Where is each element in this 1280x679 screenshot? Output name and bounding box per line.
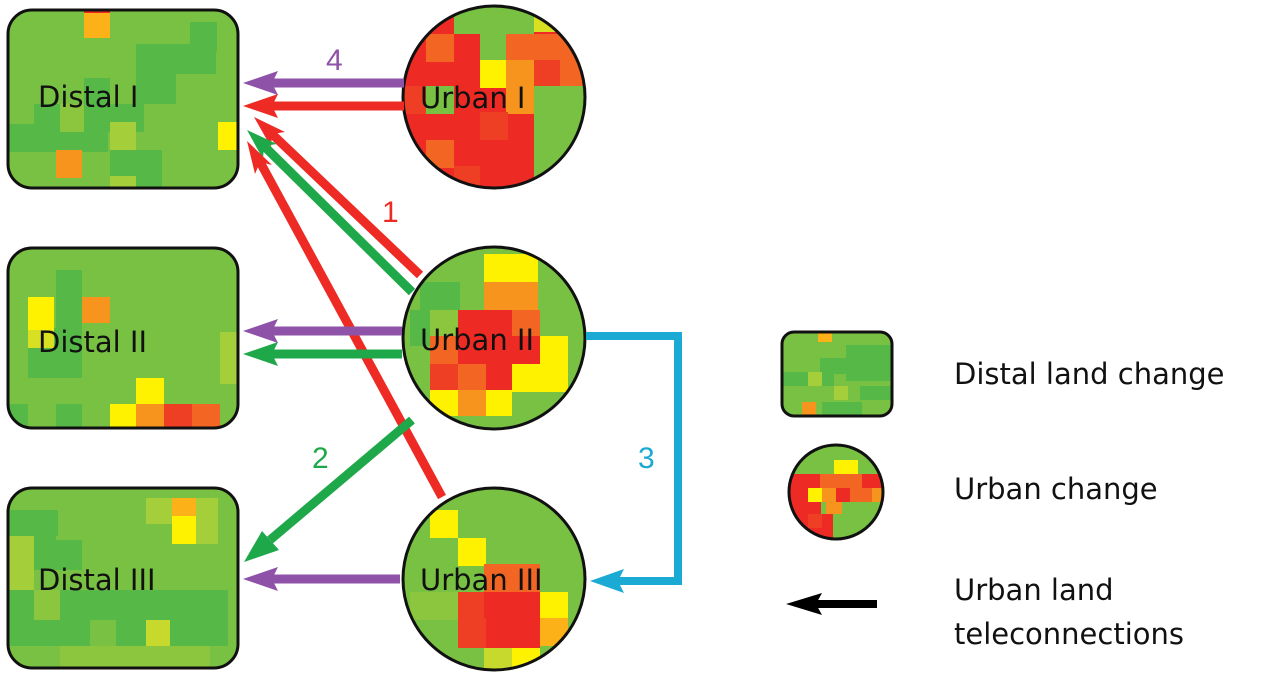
urban-node-1: Urban I bbox=[401, 4, 587, 190]
distal-1-label: Distal I bbox=[38, 80, 138, 114]
arrow-urban3-distal3-purple bbox=[243, 567, 400, 591]
legend: Distal land change Urban change bbox=[780, 330, 1224, 651]
arrow-urban2-distal2-green bbox=[243, 342, 402, 366]
arrow-urban2-distal3-green bbox=[244, 416, 415, 562]
urban-node-3: Urban III bbox=[401, 486, 587, 672]
pathway-label-1: 1 bbox=[382, 196, 399, 229]
arrow-urban2-urban3-cyan bbox=[586, 332, 682, 593]
arrow-urban2-distal1-red-1 bbox=[254, 117, 424, 279]
pathway-label-3: 3 bbox=[638, 442, 655, 475]
arrow-urban1-distal1-red bbox=[243, 94, 404, 118]
pathway-label-4: 4 bbox=[326, 44, 343, 77]
pathway-label-2: 2 bbox=[312, 442, 329, 475]
urban-3-label: Urban III bbox=[420, 563, 543, 597]
urban-1-label: Urban I bbox=[420, 81, 525, 115]
distal-2-label: Distal II bbox=[38, 325, 147, 359]
distal-node-2: Distal II bbox=[6, 246, 240, 430]
arrow-urban1-distal1-purple bbox=[243, 71, 404, 95]
legend-urban-swatch bbox=[787, 443, 885, 541]
legend-arrow-label-line2: teleconnections bbox=[954, 617, 1184, 651]
legend-arrow-icon bbox=[786, 593, 877, 615]
distal-3-label: Distal III bbox=[38, 563, 156, 597]
arrow-urban2-distal1-green bbox=[247, 130, 416, 296]
legend-urban-label: Urban change bbox=[954, 472, 1158, 506]
distal-node-3: Distal III bbox=[6, 486, 240, 670]
urban-node-2: Urban II bbox=[401, 245, 587, 431]
legend-distal-label: Distal land change bbox=[954, 357, 1224, 391]
urban-2-label: Urban II bbox=[420, 323, 534, 357]
distal-node-1: Distal I bbox=[6, 8, 240, 190]
legend-distal-swatch bbox=[780, 330, 894, 418]
legend-arrow-label-line1: Urban land bbox=[954, 573, 1114, 607]
arrow-urban2-distal2-purple bbox=[243, 319, 402, 343]
